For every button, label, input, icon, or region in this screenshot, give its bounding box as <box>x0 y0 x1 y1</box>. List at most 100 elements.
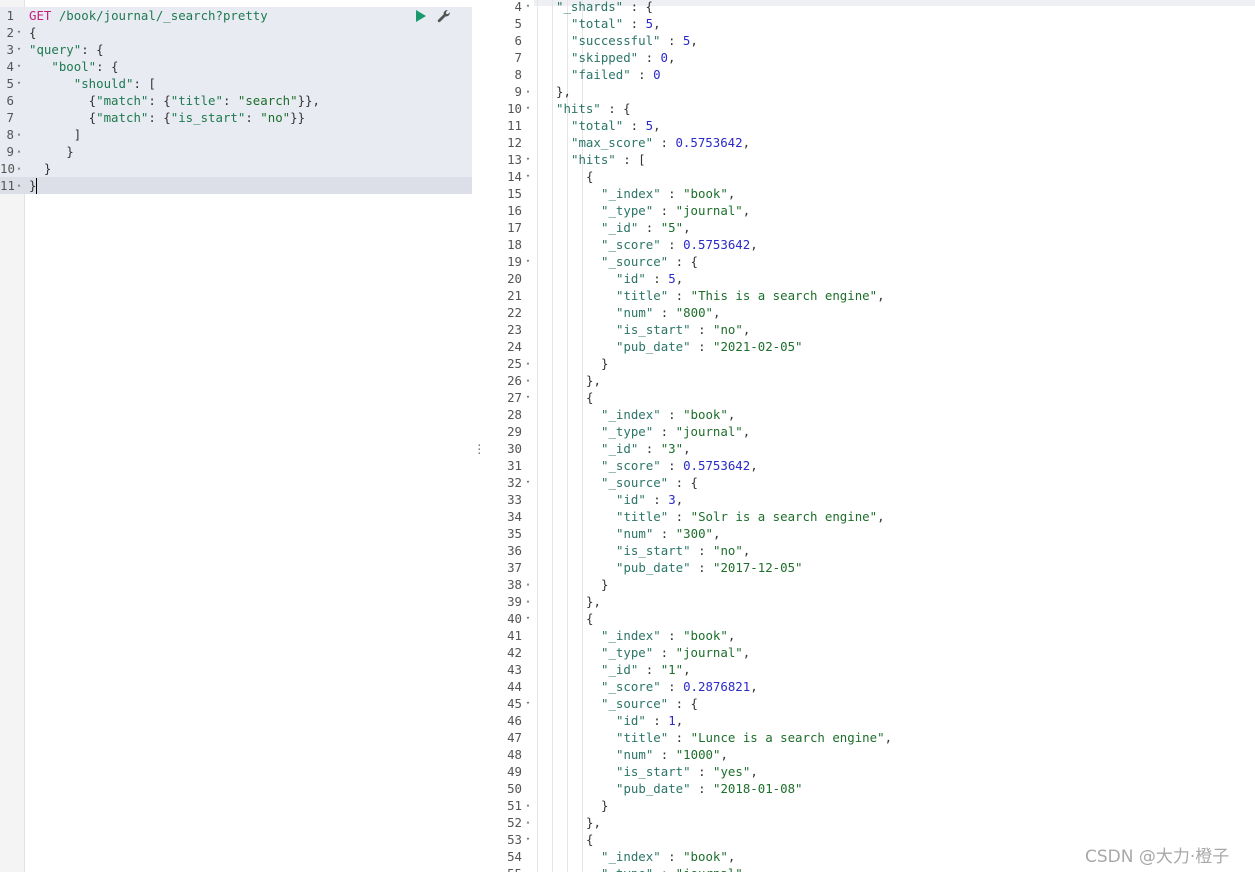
response-line: 48"num" : "1000", <box>486 746 1255 763</box>
code-token: "hits" <box>556 101 601 116</box>
code-token: , <box>675 492 684 507</box>
line-number: 53 <box>507 832 522 847</box>
line-code: "_source" : { <box>601 253 698 270</box>
code-token: : <box>690 764 713 779</box>
fold-arrow-down-icon[interactable]: ▾ <box>525 835 531 843</box>
code-token: "_score" <box>601 237 661 252</box>
request-line[interactable]: 9▴ } <box>0 143 470 160</box>
code-token: , <box>713 526 721 541</box>
code-token: "total" <box>571 118 624 133</box>
fold-arrow-down-icon[interactable]: ▾ <box>525 155 531 163</box>
line-code: } <box>601 797 608 814</box>
fold-arrow-up-icon[interactable]: ▴ <box>525 87 531 95</box>
response-line: 43"_id" : "1", <box>486 661 1255 678</box>
code-token: 5 <box>645 16 654 31</box>
fold-arrow-down-icon[interactable]: ▾ <box>525 2 531 10</box>
code-token: : <box>638 220 661 235</box>
code-token: : { <box>148 93 171 108</box>
code-token: "_source" <box>601 254 669 269</box>
fold-arrow-up-icon[interactable]: ▴ <box>525 818 531 826</box>
fold-arrow-up-icon[interactable]: ▴ <box>16 147 22 155</box>
code-token: , <box>727 628 736 643</box>
code-token: , <box>683 220 691 235</box>
code-token: "_score" <box>601 679 661 694</box>
code-token: , <box>683 441 691 456</box>
fold-arrow-down-icon[interactable]: ▾ <box>16 45 22 53</box>
request-line[interactable]: 2▾{ <box>0 24 470 41</box>
line-number: 4 <box>6 59 14 74</box>
code-token: "failed" <box>571 67 631 82</box>
code-token: "_index" <box>601 628 661 643</box>
code-token: { <box>586 832 594 847</box>
response-line: 21"title" : "This is a search engine", <box>486 287 1255 304</box>
panel-divider[interactable] <box>472 0 486 872</box>
request-line[interactable]: 6 {"match": {"title": "search"}}, <box>0 92 470 109</box>
line-number: 10 <box>0 161 15 176</box>
code-token: } <box>601 356 609 371</box>
fold-arrow-up-icon[interactable]: ▴ <box>525 359 531 367</box>
fold-arrow-up-icon[interactable]: ▴ <box>16 181 22 189</box>
line-code: }, <box>586 372 601 389</box>
fold-arrow-down-icon[interactable]: ▾ <box>525 172 531 180</box>
resize-handle-icon[interactable]: ··· <box>476 439 483 460</box>
code-token: { <box>586 390 594 405</box>
line-number: 7 <box>514 50 522 65</box>
line-code: }, <box>586 814 601 831</box>
line-code: }, <box>586 593 601 610</box>
response-line: 9▴}, <box>486 83 1255 100</box>
fold-arrow-up-icon[interactable]: ▴ <box>525 376 531 384</box>
fold-arrow-down-icon[interactable]: ▾ <box>525 393 531 401</box>
fold-arrow-up-icon[interactable]: ▴ <box>525 801 531 809</box>
code-token: "max_score" <box>571 135 654 150</box>
code-token: "1" <box>660 662 684 677</box>
line-number: 41 <box>507 628 522 643</box>
code-token: "id" <box>616 492 646 507</box>
fold-arrow-up-icon[interactable]: ▴ <box>525 597 531 605</box>
request-line[interactable]: 4▾ "bool": { <box>0 58 470 75</box>
fold-arrow-down-icon[interactable]: ▾ <box>525 478 531 486</box>
code-token: , <box>742 424 751 439</box>
fold-arrow-down-icon[interactable]: ▾ <box>525 257 531 265</box>
code-token: "book" <box>683 849 728 864</box>
fold-arrow-up-icon[interactable]: ▴ <box>16 164 22 172</box>
fold-arrow-down-icon[interactable]: ▾ <box>525 614 531 622</box>
fold-arrow-down-icon[interactable]: ▾ <box>16 28 22 36</box>
request-line[interactable]: 8▴ ] <box>0 126 470 143</box>
request-line[interactable]: 10▴ } <box>0 160 470 177</box>
code-token: { <box>586 169 594 184</box>
code-token: { <box>29 93 97 108</box>
response-line: 5"total" : 5, <box>486 15 1255 32</box>
request-line[interactable]: 11▴} <box>0 177 470 194</box>
response-viewer[interactable]: 4▾"_shards" : {5"total" : 5,6"successful… <box>486 0 1255 872</box>
line-number: 21 <box>507 288 522 303</box>
code-token: "_index" <box>601 849 661 864</box>
line-number: 33 <box>507 492 522 507</box>
fold-arrow-up-icon[interactable]: ▴ <box>16 130 22 138</box>
request-line[interactable]: 3▾"query": { <box>0 41 470 58</box>
indent-guide <box>537 0 538 872</box>
fold-arrow-down-icon[interactable]: ▾ <box>16 62 22 70</box>
response-line: 54"_index" : "book", <box>486 848 1255 865</box>
request-line[interactable]: 5▾ "should": [ <box>0 75 470 92</box>
line-number: 20 <box>507 271 522 286</box>
code-token: "_id" <box>601 662 639 677</box>
request-line[interactable]: 7 {"match": {"is_start": "no"}} <box>0 109 470 126</box>
code-token: GET <box>29 8 52 23</box>
wrench-icon[interactable] <box>437 9 451 23</box>
fold-arrow-down-icon[interactable]: ▾ <box>525 699 531 707</box>
line-number: 8 <box>514 67 522 82</box>
line-number: 19 <box>507 254 522 269</box>
fold-arrow-down-icon[interactable]: ▾ <box>16 79 22 87</box>
code-token: , <box>742 543 751 558</box>
fold-arrow-up-icon[interactable]: ▴ <box>525 580 531 588</box>
code-token: 0.5753642 <box>675 135 743 150</box>
response-line: 6"successful" : 5, <box>486 32 1255 49</box>
line-code: "_type" : "journal", <box>601 644 750 661</box>
line-number: 25 <box>507 356 522 371</box>
play-icon[interactable] <box>415 9 427 23</box>
code-token: } <box>601 798 609 813</box>
fold-arrow-down-icon[interactable]: ▾ <box>525 104 531 112</box>
code-token: , <box>727 407 736 422</box>
